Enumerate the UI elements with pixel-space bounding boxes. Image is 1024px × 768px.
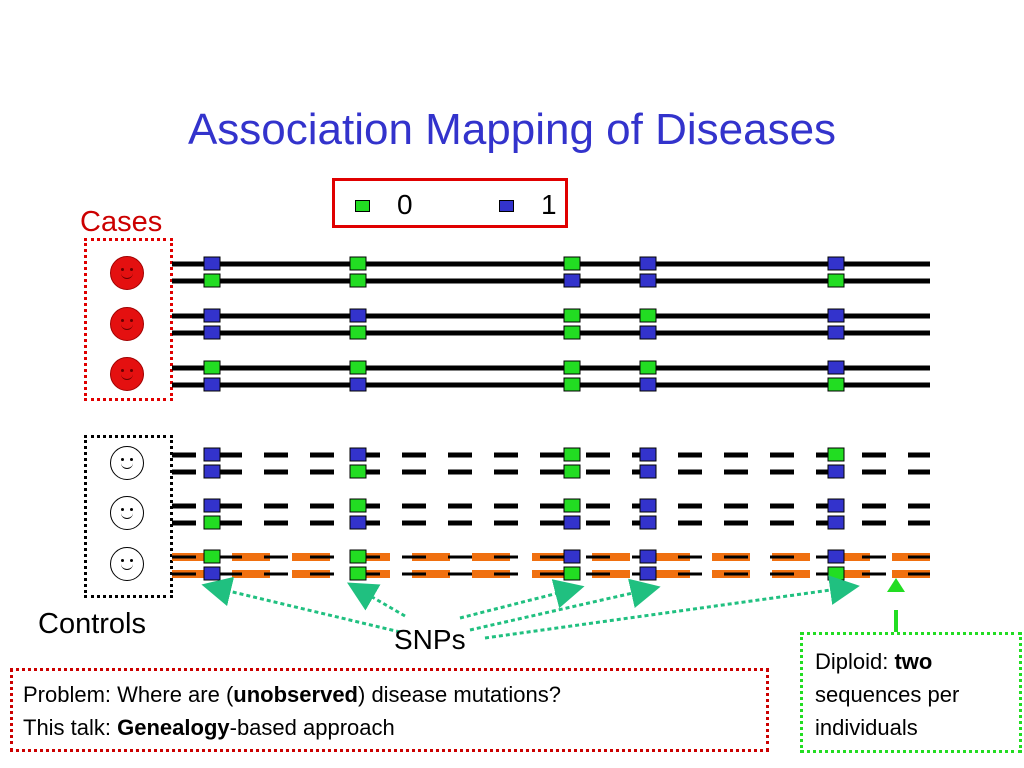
diploid-line-1: Diploid: two [815, 649, 933, 674]
legend-label-0: 0 [397, 189, 413, 220]
snp-marker [563, 447, 581, 462]
snp-marker [349, 256, 367, 271]
snp-marker [203, 498, 221, 513]
snp-marker [827, 325, 845, 340]
case-face-icon [110, 357, 144, 391]
snp-marker [349, 515, 367, 530]
snp-marker [563, 566, 581, 581]
snp-marker [827, 360, 845, 375]
snp-marker [639, 447, 657, 462]
cases-label: Cases [80, 206, 163, 238]
snp-marker [349, 464, 367, 479]
snp-marker [563, 273, 581, 288]
snp-marker [827, 498, 845, 513]
control-face-icon [110, 547, 144, 581]
problem-line: Problem: Where are (unobserved) disease … [23, 682, 561, 707]
snp-marker [827, 447, 845, 462]
snp-marker [203, 566, 221, 581]
snp-marker [203, 549, 221, 564]
snp-marker [639, 377, 657, 392]
cases-box [84, 238, 173, 401]
snp-marker [203, 464, 221, 479]
snp-marker [563, 515, 581, 530]
case-face-icon [110, 307, 144, 341]
snp-marker [349, 273, 367, 288]
snp-arrow [469, 578, 661, 632]
snp-marker [349, 325, 367, 340]
snp-marker [563, 360, 581, 375]
diploid-note: Diploid: two sequences per individuals [800, 632, 1022, 753]
snp-marker [827, 377, 845, 392]
snp-marker [639, 360, 657, 375]
slide-title: Association Mapping of Diseases [187, 105, 837, 154]
approach-line: This talk: Genealogy-based approach [23, 715, 395, 740]
snp-marker [827, 308, 845, 323]
legend: 0 1 [332, 178, 568, 228]
snp-marker [827, 464, 845, 479]
snp-marker [639, 515, 657, 530]
snp-marker [639, 256, 657, 271]
snp-marker [203, 325, 221, 340]
snp-marker [639, 498, 657, 513]
problem-note: Problem: Where are (unobserved) disease … [10, 668, 769, 752]
controls-label: Controls [38, 608, 146, 640]
diploid-line-3: individuals [815, 715, 918, 740]
snp-marker [639, 273, 657, 288]
diploid-line-2: sequences per [815, 682, 960, 707]
allele-1-swatch-icon [499, 200, 514, 212]
snp-marker [203, 447, 221, 462]
snp-marker [827, 549, 845, 564]
control-face-icon [110, 446, 144, 480]
snp-marker [563, 377, 581, 392]
snp-marker [349, 360, 367, 375]
snp-arrow [484, 575, 860, 640]
snp-marker [639, 325, 657, 340]
diploid-pointer-arrow-icon [887, 578, 905, 592]
snp-marker [639, 308, 657, 323]
snp-marker [203, 256, 221, 271]
snp-marker [563, 549, 581, 564]
snp-arrow [347, 582, 406, 618]
snp-marker [563, 498, 581, 513]
snp-marker [827, 566, 845, 581]
snp-marker [349, 549, 367, 564]
snp-marker [349, 308, 367, 323]
snp-marker [563, 308, 581, 323]
snp-marker [827, 273, 845, 288]
snp-marker [203, 515, 221, 530]
snp-marker [203, 377, 221, 392]
case-face-icon [110, 256, 144, 290]
snp-marker [203, 273, 221, 288]
snp-marker [349, 498, 367, 513]
snp-marker [563, 325, 581, 340]
snp-marker [203, 360, 221, 375]
allele-0-swatch-icon [355, 200, 370, 212]
snp-marker [349, 447, 367, 462]
snp-marker [639, 566, 657, 581]
snp-marker [563, 256, 581, 271]
snp-marker [639, 464, 657, 479]
snp-marker [639, 549, 657, 564]
snps-label: SNPs [394, 624, 466, 655]
controls-box [84, 435, 173, 598]
snp-marker [827, 256, 845, 271]
snp-marker [203, 308, 221, 323]
snp-arrow [459, 579, 585, 620]
legend-label-1: 1 [541, 189, 557, 220]
snp-marker [349, 566, 367, 581]
snp-marker [827, 515, 845, 530]
control-face-icon [110, 496, 144, 530]
snp-marker [349, 377, 367, 392]
snp-marker [563, 464, 581, 479]
snp-arrow [201, 576, 401, 634]
